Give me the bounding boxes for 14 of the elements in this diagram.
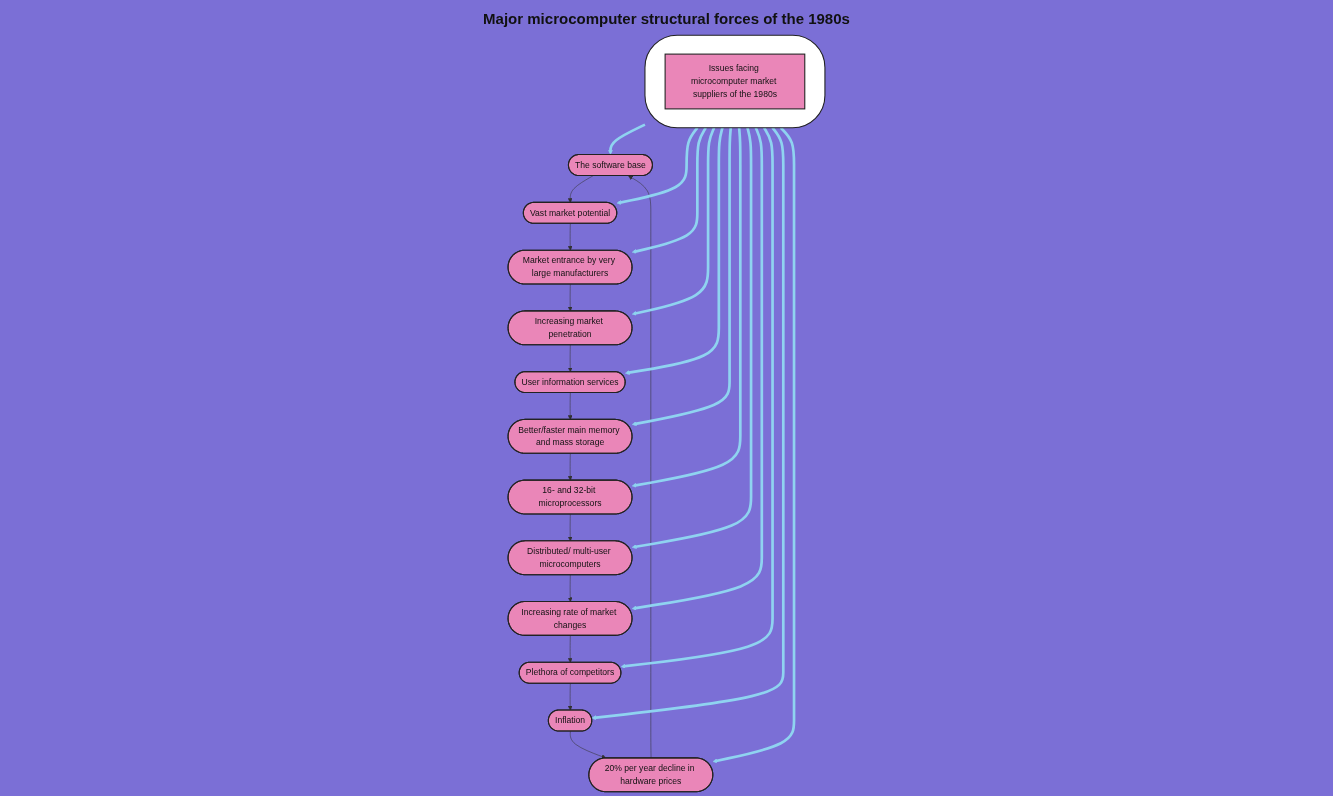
arrow xyxy=(631,127,764,611)
arrow xyxy=(624,127,724,375)
diagram-title: Major microcomputer structural forces of the 1980s xyxy=(483,10,850,27)
arrow xyxy=(712,126,796,764)
arrow xyxy=(620,127,774,669)
arrow xyxy=(631,127,733,427)
arrow xyxy=(591,126,785,720)
arrow xyxy=(631,127,753,549)
cluster xyxy=(644,34,826,129)
arrow xyxy=(631,127,716,316)
arrow xyxy=(631,127,707,254)
arrow xyxy=(616,126,699,205)
arrow xyxy=(631,127,742,488)
node-box: Issues facing microcomputer market suppliers of the 1980s xyxy=(664,53,806,110)
